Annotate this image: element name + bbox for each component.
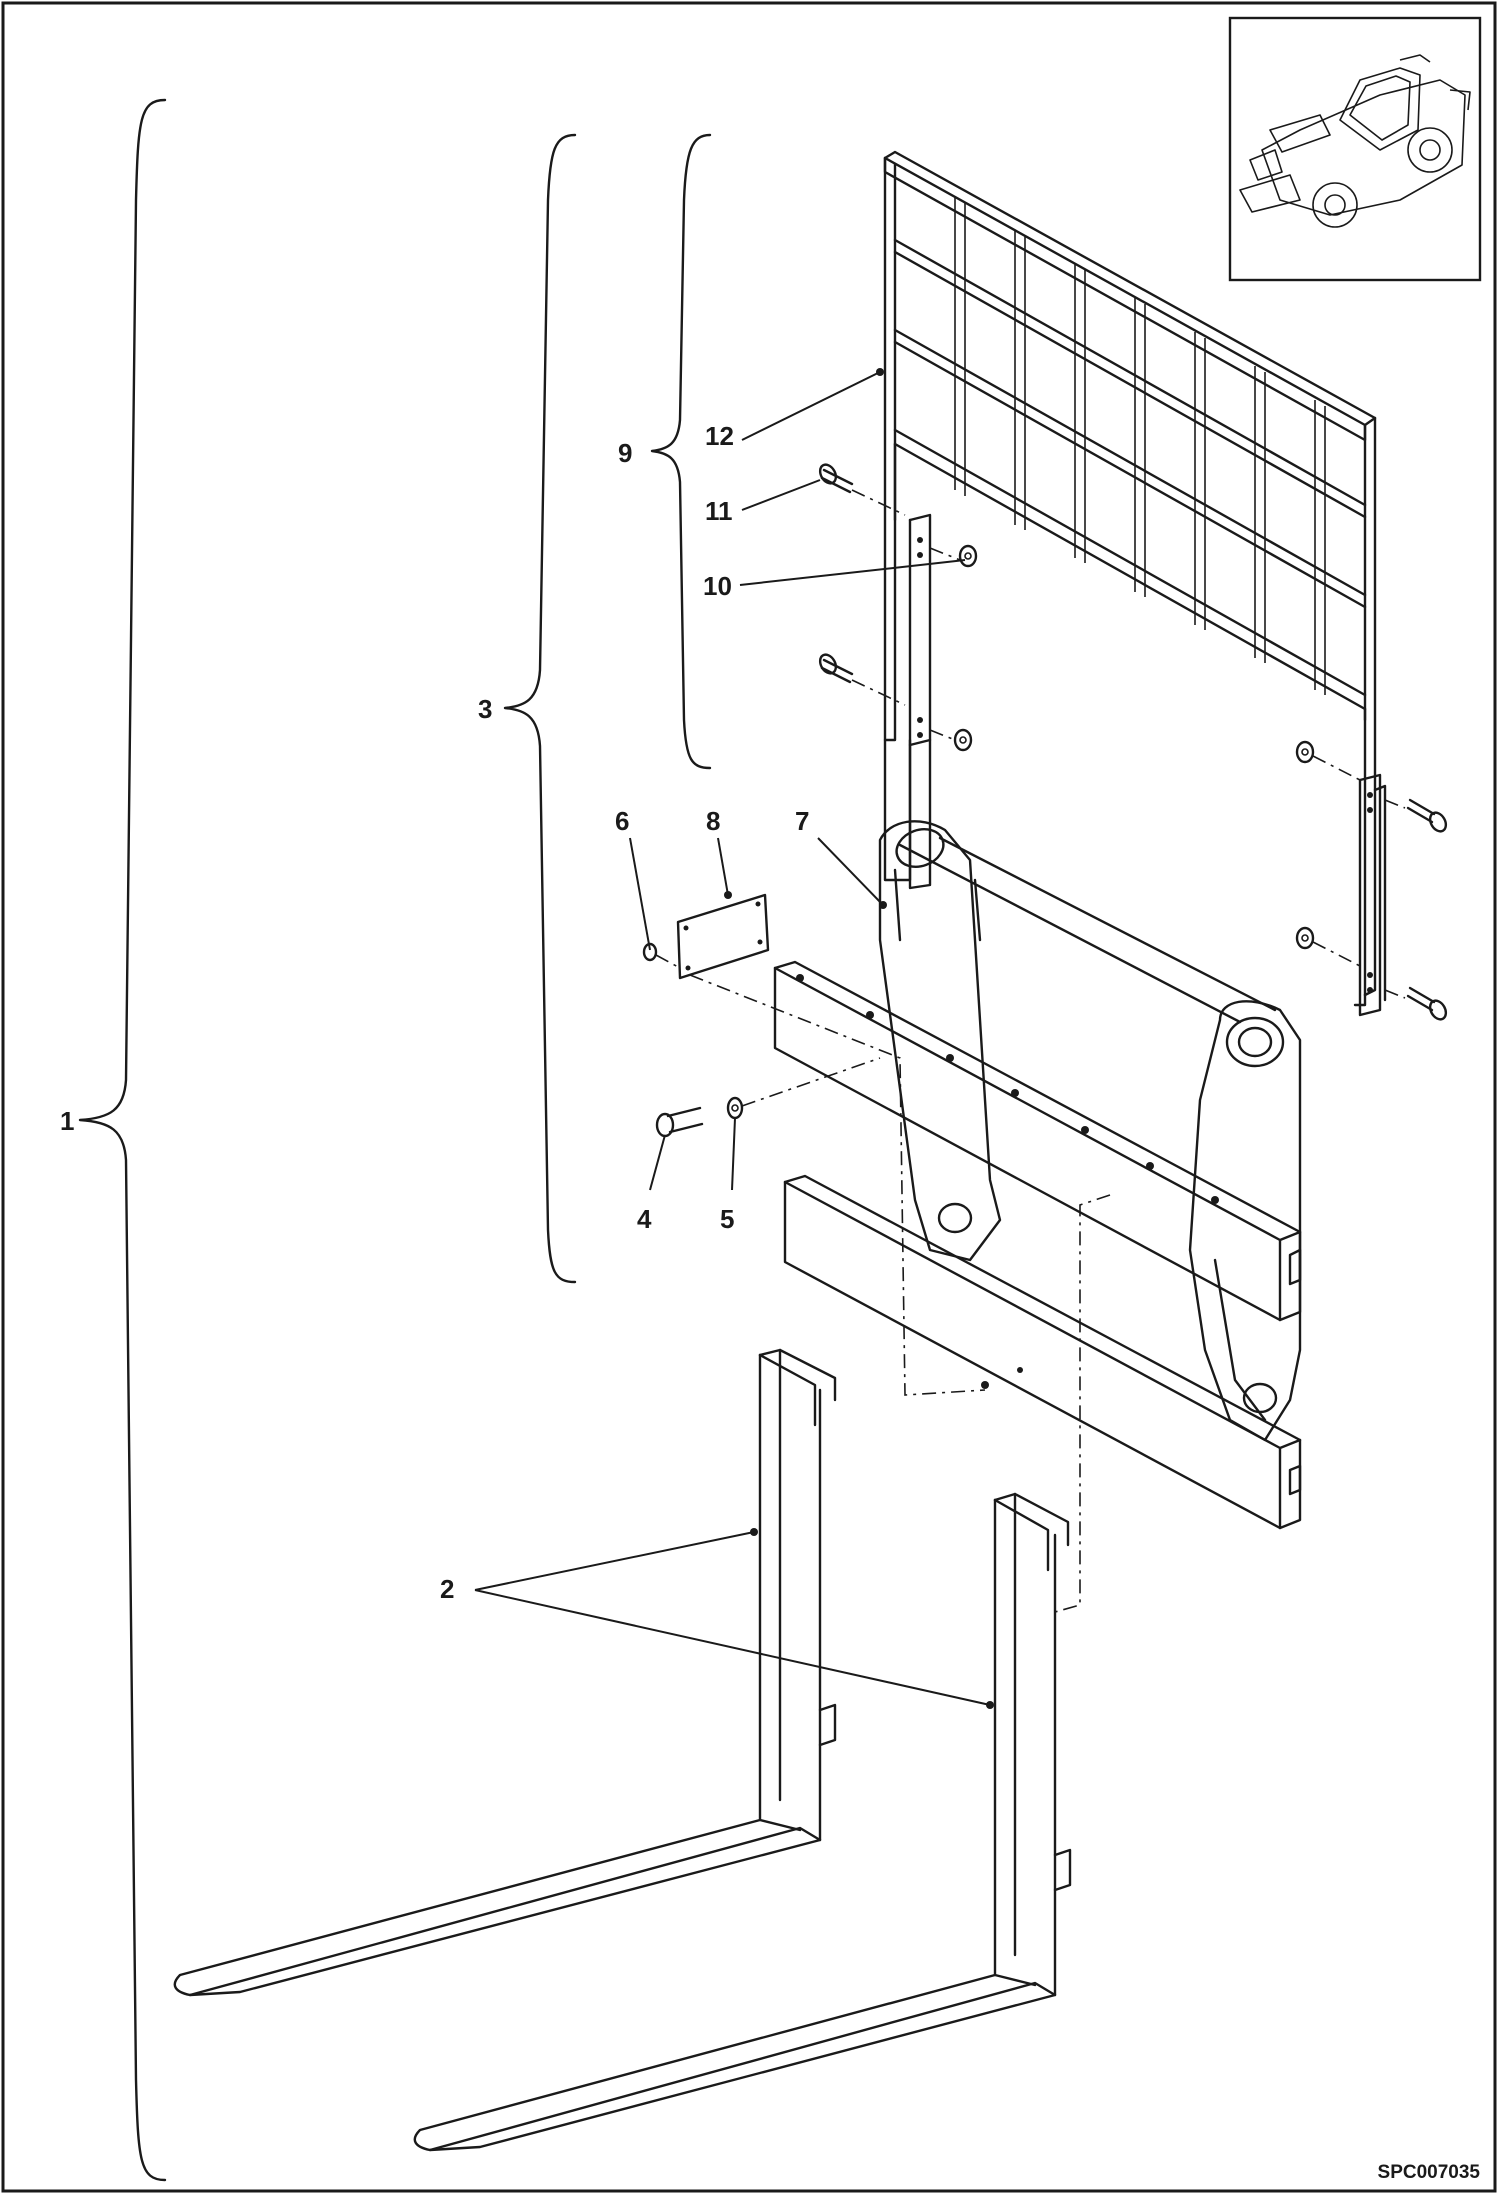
callout-3: 3 xyxy=(478,694,492,724)
figure-code: SPC007035 xyxy=(1378,2162,1481,2183)
bolt-and-washer xyxy=(655,1057,881,1138)
callout-10: 10 xyxy=(703,571,732,601)
bolts-and-nuts xyxy=(818,463,1448,1021)
id-plate xyxy=(642,893,986,1396)
lower-fork-plate xyxy=(783,1174,1302,1530)
fork-carriage xyxy=(878,820,1302,1442)
callout-12: 12 xyxy=(705,421,734,451)
callout-8: 8 xyxy=(706,806,720,836)
telehandler-icon xyxy=(1228,16,1482,282)
callout-1: 1 xyxy=(60,1106,74,1136)
load-backrest xyxy=(883,150,1387,1017)
pallet-fork-right xyxy=(413,1492,1072,2152)
callout-7: 7 xyxy=(795,806,809,836)
callout-labels: 1 2 3 4 5 6 7 8 9 10 11 12 xyxy=(60,421,809,1604)
brace-9 xyxy=(650,133,712,770)
callout-9: 9 xyxy=(618,438,632,468)
callout-2: 2 xyxy=(440,1574,454,1604)
callout-6: 6 xyxy=(615,806,629,836)
callout-11: 11 xyxy=(705,496,733,526)
assembly-line xyxy=(1054,1194,1111,1613)
brace-3 xyxy=(503,133,577,1284)
pallet-fork-left xyxy=(173,1348,837,1997)
upper-fork-plate xyxy=(773,960,1302,1322)
brace-1 xyxy=(78,98,167,2182)
leader-lines xyxy=(474,368,991,1706)
callout-4: 4 xyxy=(637,1204,652,1234)
callout-5: 5 xyxy=(720,1204,734,1234)
